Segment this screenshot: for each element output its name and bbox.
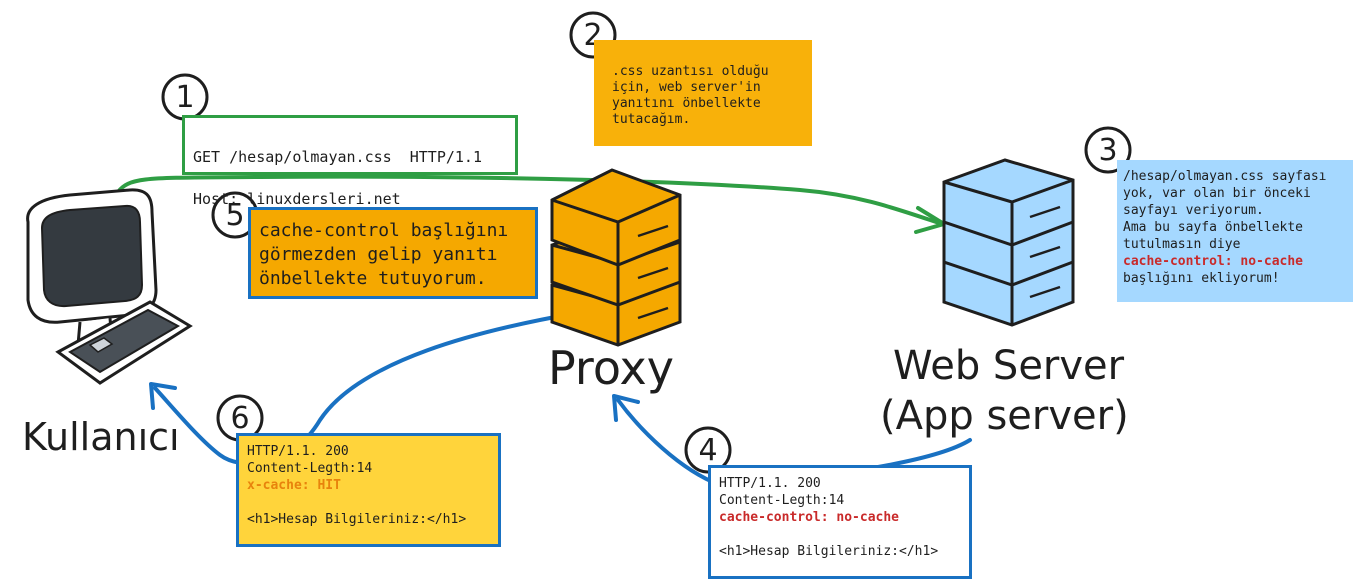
web-server-label: Web Server xyxy=(893,343,1125,389)
server-note-highlight: cache-control: no-cache xyxy=(1123,254,1304,269)
request-box: GET /hesap/olmayan.css HTTP/1.1 Host: li… xyxy=(182,115,518,208)
server-note-line-5: tutulmasın diye xyxy=(1123,237,1241,252)
server-response-box: HTTP/1.1. 200 Content-Legth:14 cache-con… xyxy=(708,465,972,579)
web-server-icon xyxy=(942,158,1075,327)
host-line: Host: linuxdersleri.net xyxy=(193,190,401,208)
user-label: Kullanıcı xyxy=(22,415,180,459)
server-response-arrow-head xyxy=(612,394,640,422)
proxy-response-content-length: Content-Legth:14 xyxy=(247,461,373,476)
step-4-number: 4 xyxy=(698,432,718,468)
app-server-label: (App server) xyxy=(880,393,1129,439)
computer-icon xyxy=(26,188,193,385)
server-response-cache-header: cache-control: no-cache xyxy=(719,510,900,525)
step-3-circle xyxy=(1084,126,1132,174)
server-note-line-4: Ama bu sayfa önbellekte xyxy=(1123,220,1304,235)
server-note: /hesap/olmayan.css sayfası yok, var olan… xyxy=(1117,160,1353,302)
server-response-content-length: Content-Legth:14 xyxy=(719,493,845,508)
proxy-cache-note: .css uzantısı olduğu için, web server'in… xyxy=(594,40,812,146)
proxy-label: Proxy xyxy=(548,341,675,395)
request-line: GET /hesap/olmayan.css HTTP/1.1 xyxy=(193,148,482,166)
step-3-number: 3 xyxy=(1098,132,1118,168)
proxy-response-body: <h1>Hesap Bilgileriniz:</h1> xyxy=(247,512,467,527)
server-note-line-3: sayfayı veriyorum. xyxy=(1123,203,1264,218)
step-6-number: 6 xyxy=(230,400,250,436)
server-response-spacer xyxy=(719,526,961,543)
proxy-server-icon xyxy=(550,168,682,347)
server-response-status: HTTP/1.1. 200 xyxy=(719,476,821,491)
proxy-response-box: HTTP/1.1. 200 Content-Legth:14 x-cache: … xyxy=(236,433,501,547)
server-note-line-1: /hesap/olmayan.css sayfası xyxy=(1123,169,1327,184)
proxy-response-spacer xyxy=(247,494,490,511)
proxy-response-status: HTTP/1.1. 200 xyxy=(247,444,349,459)
step-2-circle xyxy=(569,11,617,59)
proxy-response-arrow-head xyxy=(149,382,177,410)
server-response-body: <h1>Hesap Bilgileriniz:</h1> xyxy=(719,544,939,559)
proxy-response-xcache-header: x-cache: HIT xyxy=(247,478,341,493)
server-note-tail: başlığını ekliyorum! xyxy=(1123,271,1280,286)
proxy-ignore-note: cache-control başlığını görmezden gelip … xyxy=(248,207,538,299)
request-arrow xyxy=(116,174,944,226)
step-5-number: 5 xyxy=(225,197,245,233)
server-note-line-2: yok, var olan bir önceki xyxy=(1123,186,1311,201)
step-1-number: 1 xyxy=(175,79,195,115)
